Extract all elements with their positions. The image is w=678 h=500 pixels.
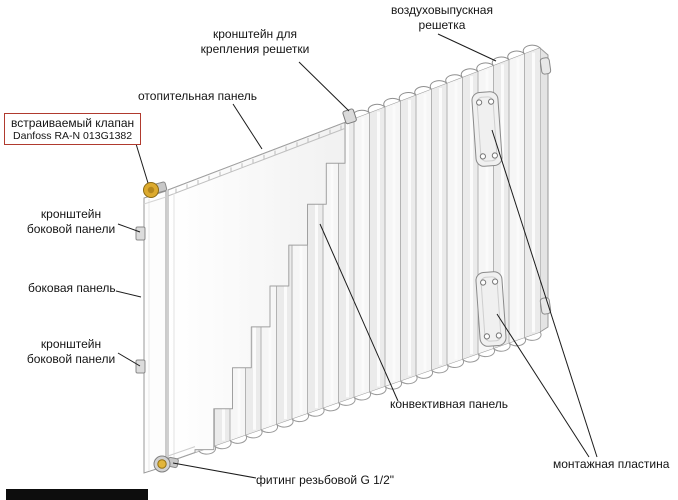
label-valve-title: встраиваемый клапан — [11, 116, 135, 130]
built-in-valve — [143, 181, 168, 198]
side-panel-top-fold — [143, 196, 167, 205]
leader-side-bracket-top — [117, 223, 141, 233]
mounting-plate-top — [471, 91, 503, 167]
leader-lines — [115, 33, 598, 479]
leader-grille-bracket — [298, 61, 350, 112]
grille-fixing-bracket — [342, 108, 357, 125]
leader-side-panel — [115, 290, 142, 298]
leader-air-vent — [437, 33, 497, 62]
leader-heating-panel — [232, 103, 263, 150]
mounting-plate-bottom — [475, 271, 507, 347]
side-panel-bracket-top — [135, 226, 146, 241]
threaded-fitting — [153, 455, 179, 473]
label-fitting: фитинг резьбовой G 1/2" — [256, 473, 395, 487]
label-side-bracket-top: кронштейн боковой панели — [26, 207, 116, 237]
leader-mounting-plate-1 — [491, 129, 598, 458]
right-edge-tab-top — [539, 57, 552, 75]
leader-mounting-plate-2 — [496, 313, 590, 458]
air-vent-grille-slots — [175, 125, 342, 193]
label-grille-bracket: кронштейн для крепления решетки — [200, 27, 310, 57]
front-panel-bottom-fold — [167, 446, 196, 457]
radiator-right-edge — [539, 46, 549, 333]
leader-fitting — [172, 462, 257, 479]
label-valve-box: встраиваемый клапан Danfoss RA-N 013G138… — [4, 113, 142, 145]
label-air-vent-grille: воздуховыпускная решетка — [391, 3, 493, 33]
label-convective-panel: конвективная панель — [390, 397, 509, 411]
label-side-panel: боковая панель — [28, 281, 116, 295]
right-edge-tab-bottom — [539, 297, 552, 315]
fin-top-scallops — [352, 44, 541, 120]
fin-bottom-scallops — [198, 331, 542, 455]
logo-bar — [6, 489, 148, 500]
leader-side-bracket-bottom — [117, 352, 141, 367]
front-heating-panel — [167, 121, 346, 463]
leader-convective-panel — [319, 223, 399, 402]
label-side-bracket-bottom: кронштейн боковой панели — [26, 337, 116, 367]
side-panel — [143, 190, 167, 474]
label-valve-model: Danfoss RA-N 013G1382 — [13, 130, 133, 142]
label-mounting-plate: монтажная пластина — [553, 457, 670, 471]
air-vent-grille-line — [167, 127, 346, 197]
label-heating-panel: отопительная панель — [138, 89, 257, 103]
side-panel-bracket-bottom — [135, 359, 146, 374]
